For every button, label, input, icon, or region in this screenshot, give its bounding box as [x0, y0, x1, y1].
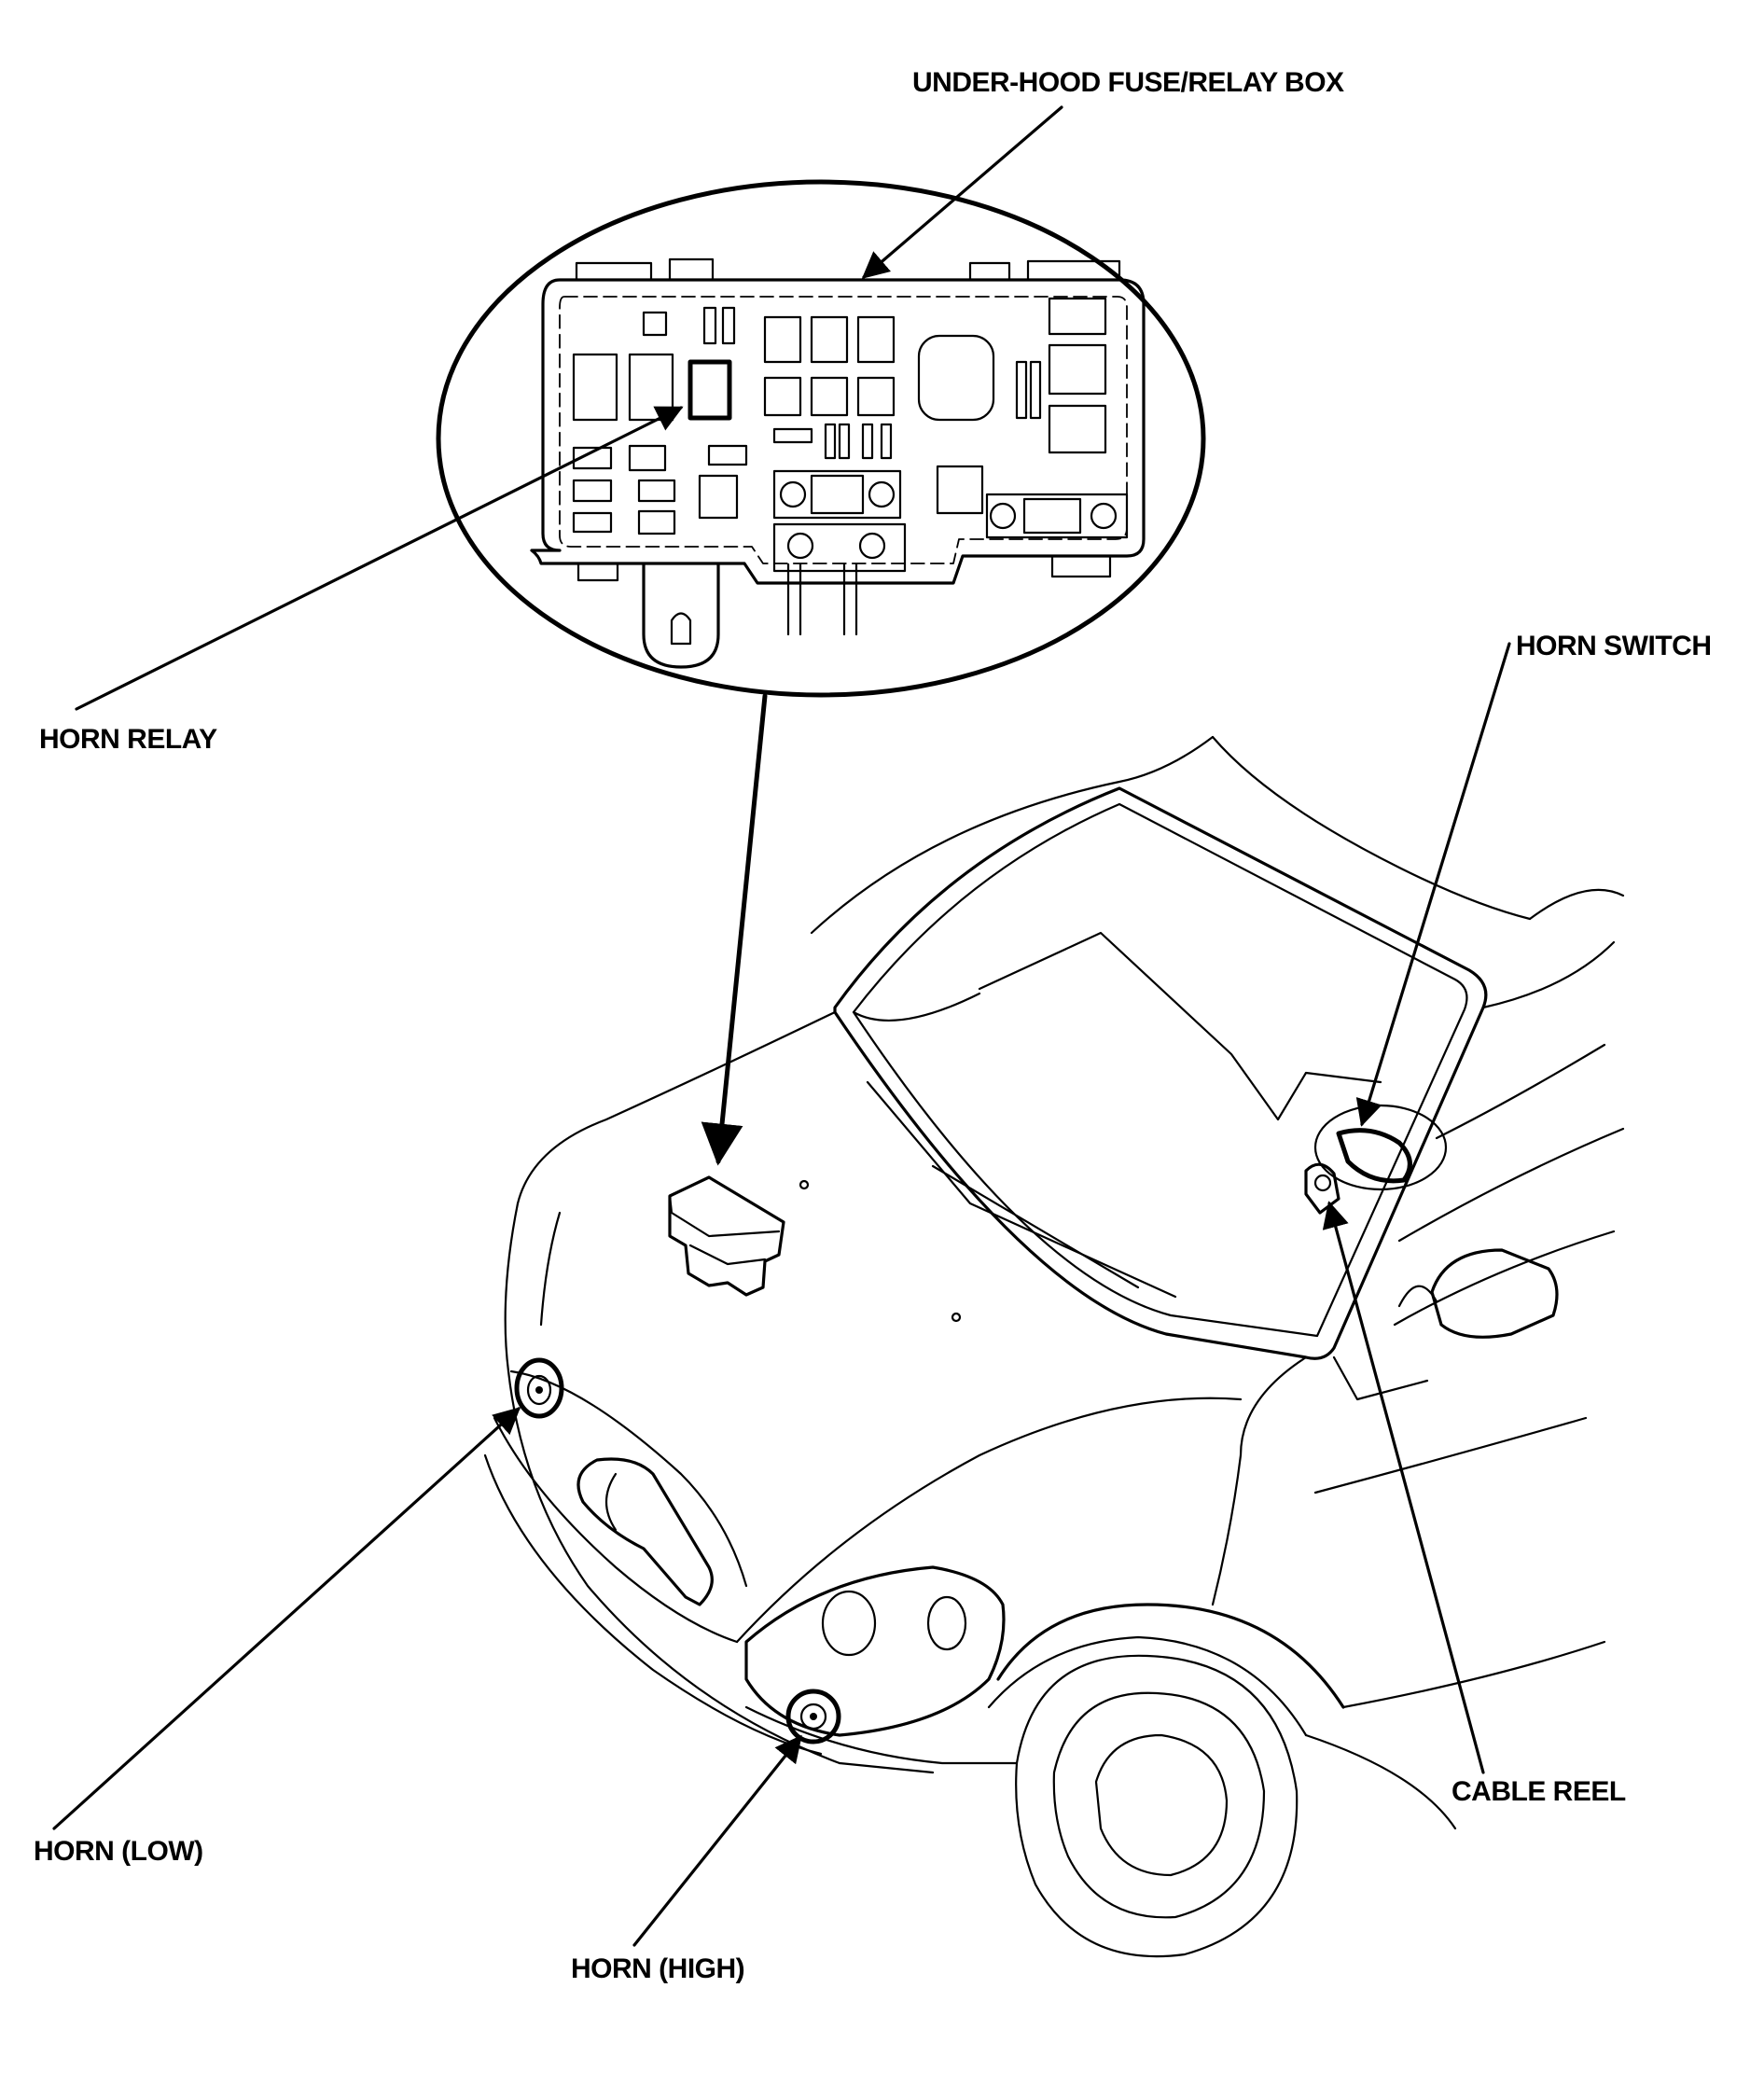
label-under-hood-fuse-relay-box: UNDER-HOOD FUSE/RELAY BOX — [912, 67, 1344, 98]
leader-lines — [52, 105, 1511, 1947]
fuse-relay-box-drawing — [530, 257, 1146, 669]
horn-low-drawing — [514, 1357, 564, 1419]
label-cable-reel: CABLE REEL — [1451, 1776, 1626, 1807]
label-horn-high: HORN (HIGH) — [571, 1953, 745, 1984]
label-horn-low: HORN (LOW) — [34, 1836, 203, 1867]
fuse-box-detail-oval — [436, 179, 1206, 698]
label-horn-relay: HORN RELAY — [39, 724, 217, 755]
label-horn-switch: HORN SWITCH — [1516, 631, 1712, 661]
horn-high-drawing — [785, 1689, 841, 1745]
vehicle-drawing — [483, 735, 1625, 1958]
